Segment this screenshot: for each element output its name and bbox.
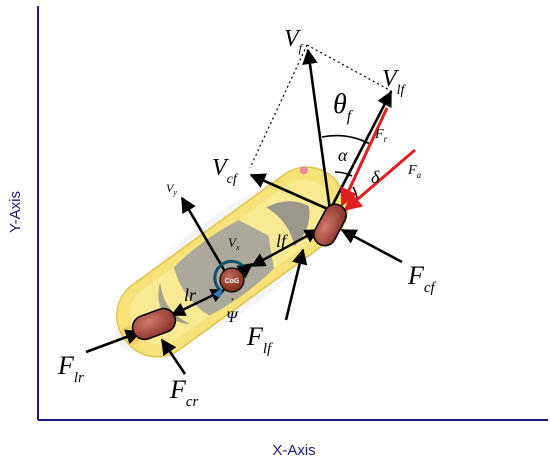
vcf-label-main: V xyxy=(212,155,229,181)
flr-label-main: F xyxy=(57,351,75,380)
vf-label-sub: f xyxy=(299,41,304,55)
yaw-arrowhead xyxy=(213,288,223,298)
alpha-arc xyxy=(334,171,353,177)
fcf-label-main: F xyxy=(407,261,425,290)
svg-text:Vf: Vf xyxy=(284,26,304,55)
cog-label: CoG xyxy=(225,278,240,285)
psi-label: Ψ xyxy=(226,309,239,326)
applied-forces xyxy=(340,107,416,212)
vy-label-main: V xyxy=(166,181,175,195)
fcr-label-sub: cr xyxy=(186,394,199,410)
svg-text:Fa: Fa xyxy=(407,163,422,180)
delta-arc xyxy=(352,186,358,199)
theta-label-sub: f xyxy=(347,108,354,125)
psi-dot: · xyxy=(230,293,235,308)
flr-vector xyxy=(85,329,142,354)
lf-label: lf xyxy=(276,231,289,251)
fcr-label-main: F xyxy=(169,375,187,404)
lf-dimension xyxy=(250,228,320,268)
delta-label: δ xyxy=(371,167,380,187)
velocity-construction-lines xyxy=(249,44,394,169)
rear-wheel xyxy=(131,307,177,341)
svg-text:Vcf: Vcf xyxy=(212,155,239,187)
svg-text:Vlf: Vlf xyxy=(382,66,407,98)
svg-text:Flf: Flf xyxy=(246,322,273,357)
vlf-label-main: V xyxy=(382,66,399,92)
front-wheel xyxy=(313,203,347,247)
vx-label-main: V xyxy=(228,235,238,250)
alpha-label: α xyxy=(338,145,348,165)
fr-vector xyxy=(340,107,389,207)
vlf-label-sub: lf xyxy=(397,83,407,98)
svg-text:Fcf: Fcf xyxy=(407,261,437,296)
svg-text:Flr: Flr xyxy=(57,351,84,386)
vf-vector xyxy=(302,48,332,211)
fa-label-sub: a xyxy=(417,170,422,180)
svg-text:Fr: Fr xyxy=(374,127,388,144)
flf-label-sub: lf xyxy=(263,341,273,357)
fcf-label-sub: cf xyxy=(424,280,437,296)
y-axis-label: Y-Axis xyxy=(7,191,24,233)
fa-vector xyxy=(343,148,416,212)
fr-label-sub: r xyxy=(384,134,388,144)
axes: X-Axis Y-Axis xyxy=(7,6,548,459)
center-of-gravity: CoG xyxy=(213,259,245,298)
vlf-vector xyxy=(328,90,393,211)
vy-vector xyxy=(180,196,232,281)
svg-text:Fcr: Fcr xyxy=(169,375,199,410)
fa-label-main: F xyxy=(407,163,417,178)
fr-label-main: F xyxy=(374,127,384,142)
vcf-vector xyxy=(249,173,331,212)
vx-label-sub: x xyxy=(235,243,240,252)
fcr-vector xyxy=(160,338,187,375)
labels: Vf Vlf θf Vcf Fr α δ Fa Vy Vx lf lr Ψ · … xyxy=(57,26,437,410)
vf-label-main: V xyxy=(284,26,301,52)
svg-text:θf: θf xyxy=(333,89,354,125)
theta-label-main: θ xyxy=(333,89,347,120)
x-axis-label: X-Axis xyxy=(272,442,315,459)
svg-text:Vx: Vx xyxy=(228,235,240,252)
flr-label-sub: lr xyxy=(74,370,84,386)
yaw-rate-arc xyxy=(213,259,245,292)
lr-label: lr xyxy=(184,285,197,305)
vcf-label-sub: cf xyxy=(227,172,239,187)
vy-label-sub: y xyxy=(172,188,177,197)
theta-arc xyxy=(321,134,371,145)
svg-text:Vy: Vy xyxy=(166,181,177,197)
fcf-vector xyxy=(340,228,403,264)
flf-label-main: F xyxy=(246,322,264,351)
